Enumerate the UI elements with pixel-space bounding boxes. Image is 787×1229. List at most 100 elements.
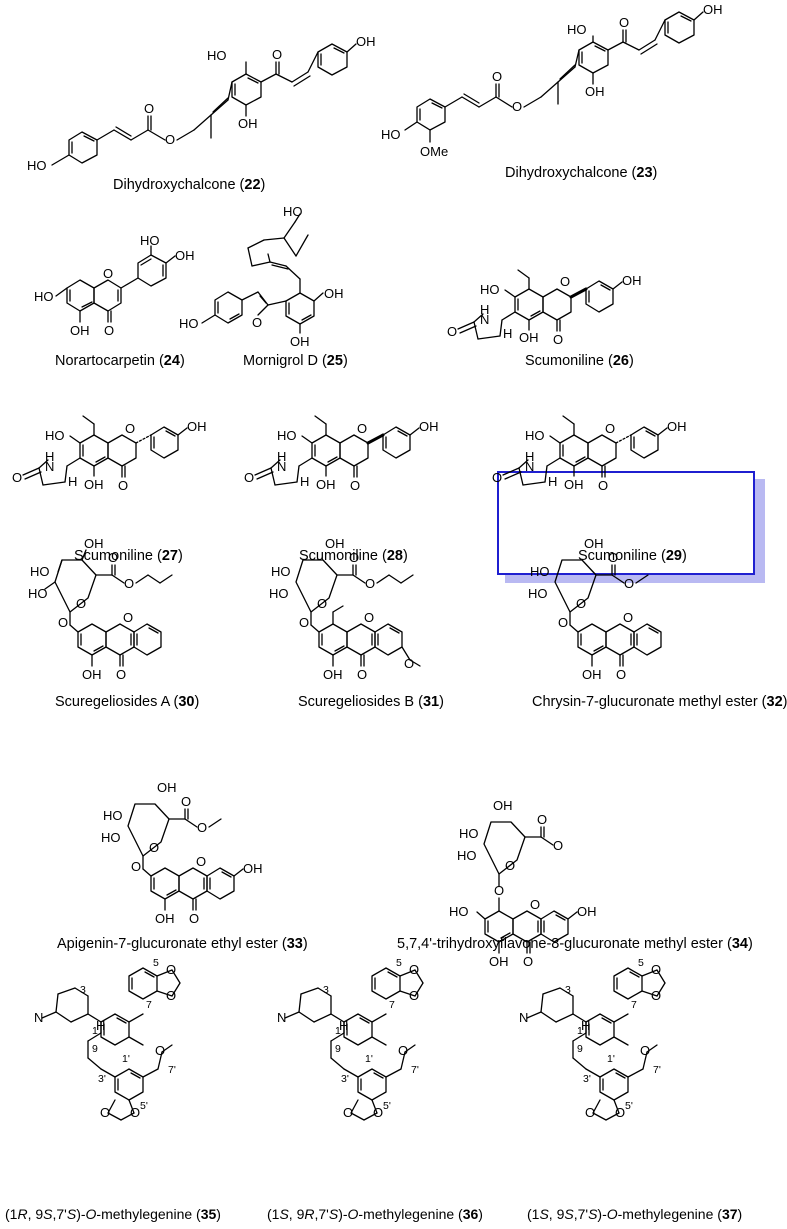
atom-label: O — [299, 615, 309, 630]
caption-23: Dihydroxychalcone (23) — [505, 165, 658, 181]
caption-34: 5,7,4'-trihydroxyflavone-8-glucuronate m… — [397, 936, 753, 952]
atom-label: O — [512, 99, 522, 114]
atom-label: H — [300, 474, 309, 489]
atom-label: HO — [449, 904, 469, 919]
atom-label: HO — [567, 22, 587, 37]
atom-label: H — [581, 1018, 590, 1033]
atom-label: O — [155, 1043, 165, 1058]
atom-label: HO — [457, 848, 477, 863]
caption-24: Norartocarpetin (24) — [55, 353, 185, 369]
structure-36 — [284, 967, 424, 1121]
caption-26: Scumoniline (26) — [525, 353, 634, 369]
atom-label: N — [277, 1010, 286, 1025]
ring-number: 3 — [80, 984, 86, 996]
atom-label: O — [651, 988, 661, 1003]
ring-number: 1 — [92, 1025, 98, 1037]
ring-number: 7 — [146, 999, 152, 1011]
atom-label: O — [409, 962, 419, 977]
caption-36: (1S, 9R,7'S)-O-methylegenine (36) — [267, 1206, 483, 1222]
atom-label: O — [125, 421, 135, 436]
highlight-box-29 — [497, 471, 755, 575]
atom-label: O — [616, 667, 626, 682]
atom-label: OH — [584, 536, 604, 551]
atom-label: O — [196, 854, 206, 869]
ring-number: 3 — [565, 984, 571, 996]
ring-number: 5 — [638, 957, 644, 969]
atom-label: O — [605, 421, 615, 436]
atom-label: OH — [157, 780, 177, 795]
ring-number: 3' — [583, 1073, 591, 1085]
atom-label: O — [357, 667, 367, 682]
atom-label: O — [181, 794, 191, 809]
caption-25: Mornigrol D (25) — [243, 353, 348, 369]
atom-label: O — [373, 1105, 383, 1120]
atom-label: HO — [381, 127, 401, 142]
structure-22 — [51, 43, 357, 166]
caption-29: Scumoniline (29) — [578, 548, 687, 564]
atom-label: HO — [101, 830, 121, 845]
atom-label: OH — [622, 273, 642, 288]
atom-label: HO — [207, 48, 227, 63]
atom-label: O — [623, 610, 633, 625]
ring-number: 1 — [335, 1025, 341, 1037]
atom-label: O — [404, 656, 414, 671]
atom-label: O — [108, 550, 118, 565]
structure-34 — [476, 821, 578, 954]
atom-label: O — [523, 954, 533, 969]
atom-label: O — [100, 1105, 110, 1120]
atom-label: OH — [489, 954, 509, 969]
atom-label: HO — [140, 233, 160, 248]
caption-35: (1R, 9S,7'S)-O-methylegenine (35) — [5, 1206, 221, 1222]
caption-32: Chrysin-7-glucuronate methyl ester (32) — [532, 694, 787, 710]
atom-label: HO — [30, 564, 50, 579]
ring-number: 5' — [383, 1100, 391, 1112]
atom-label: OH — [316, 477, 336, 492]
structure-30 — [44, 549, 173, 667]
atom-label: O — [104, 323, 114, 338]
atom-label: O — [558, 615, 568, 630]
atom-label: HO — [530, 564, 550, 579]
ring-number: 1' — [365, 1053, 373, 1065]
atom-label: H — [480, 302, 489, 317]
atom-label: OH — [82, 667, 102, 682]
atom-label: O — [350, 478, 360, 493]
atom-label: O — [252, 315, 262, 330]
atom-label: O — [12, 470, 22, 485]
atom-label: O — [272, 47, 282, 62]
ring-number: 7' — [411, 1064, 419, 1076]
atom-label: OH — [323, 667, 343, 682]
atom-label: O — [166, 988, 176, 1003]
atom-label: OH — [84, 536, 104, 551]
structure-31 — [295, 559, 421, 667]
atom-label: HO — [277, 428, 297, 443]
atom-label: O — [166, 962, 176, 977]
atom-label: H — [96, 1018, 105, 1033]
ring-number: 3' — [98, 1073, 106, 1085]
atom-label: N — [277, 459, 286, 474]
ring-number: 5' — [140, 1100, 148, 1112]
caption-27: Scumoniline (27) — [74, 548, 183, 564]
atom-label: O — [492, 470, 502, 485]
atom-label: O — [553, 838, 563, 853]
atom-label: O — [123, 610, 133, 625]
atom-label: O — [244, 470, 254, 485]
atom-label: HO — [27, 158, 47, 173]
atom-label: OH — [564, 477, 584, 492]
caption-22: Dihydroxychalcone (22) — [113, 177, 266, 193]
structure-29 — [502, 415, 668, 486]
ring-number: 5' — [625, 1100, 633, 1112]
atom-label: HO — [34, 289, 54, 304]
ring-number: 3' — [341, 1073, 349, 1085]
atom-label: N — [525, 459, 534, 474]
atom-label: O — [197, 820, 207, 835]
atom-label: O — [76, 596, 86, 611]
caption-28: Scumoniline (28) — [299, 548, 408, 564]
atom-label: OH — [70, 323, 90, 338]
structure-25 — [201, 213, 324, 334]
ring-number: 9 — [92, 1043, 98, 1055]
ring-number: 7' — [168, 1064, 176, 1076]
atom-label: HO — [28, 586, 48, 601]
atom-label: H — [503, 326, 512, 341]
atom-label: HO — [45, 428, 65, 443]
